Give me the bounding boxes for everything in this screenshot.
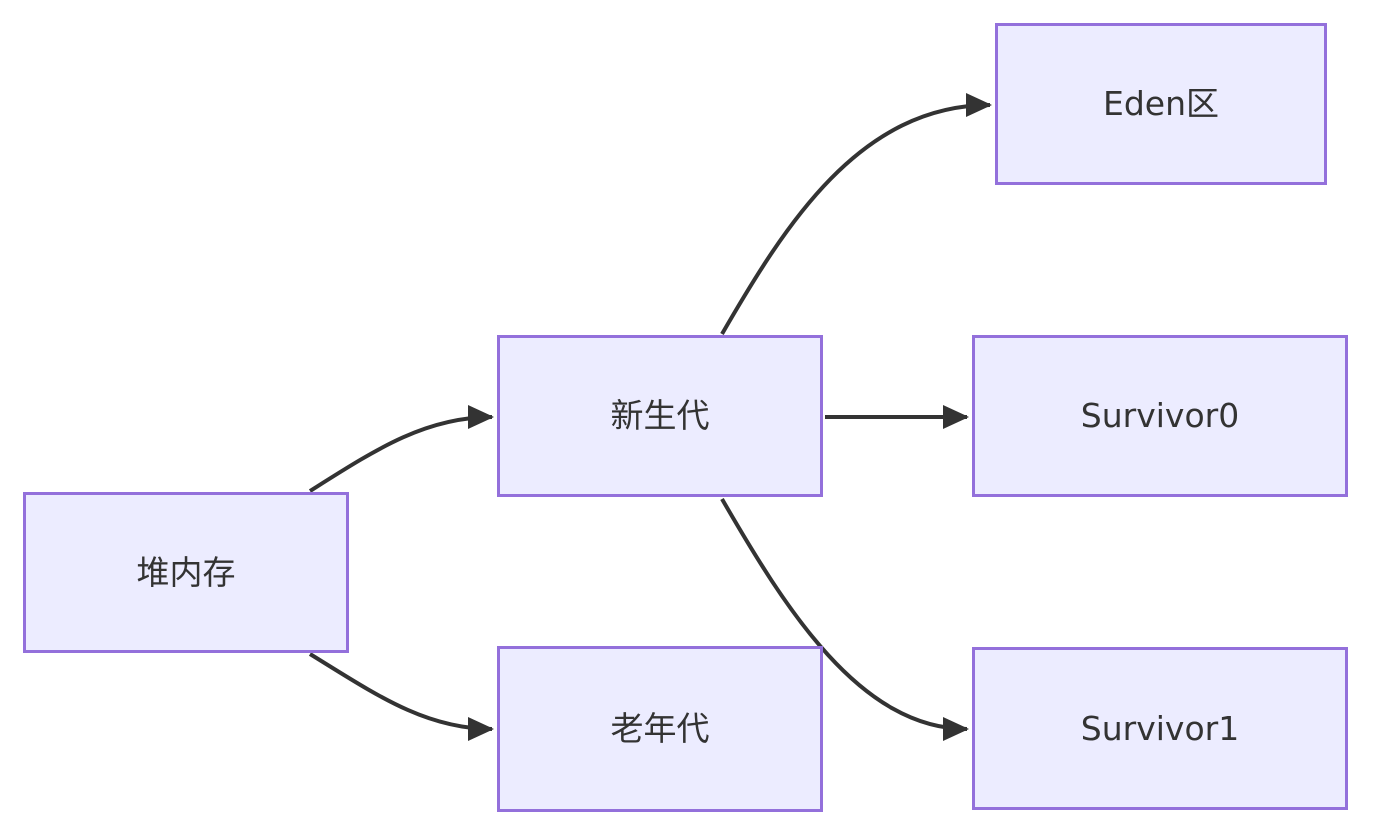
node-survivor1: Survivor1: [972, 647, 1348, 810]
edge-heap-to-young: [308, 405, 494, 493]
edge-young-to-survivor1: [720, 497, 969, 741]
node-label: 新生代: [610, 396, 710, 436]
edge-heap-to-old: [308, 652, 494, 741]
node-label: 老年代: [610, 709, 710, 749]
node-label: Eden区: [1102, 84, 1219, 124]
node-label: Survivor0: [1080, 396, 1240, 436]
node-young-generation: 新生代: [497, 335, 823, 497]
node-label: 堆内存: [136, 552, 236, 592]
node-old-generation: 老年代: [497, 646, 823, 812]
node-label: Survivor1: [1080, 708, 1240, 748]
node-survivor0: Survivor0: [972, 335, 1348, 497]
edge-young-to-eden: [720, 93, 992, 336]
node-heap-memory: 堆内存: [23, 492, 349, 653]
node-eden-area: Eden区: [995, 23, 1327, 185]
